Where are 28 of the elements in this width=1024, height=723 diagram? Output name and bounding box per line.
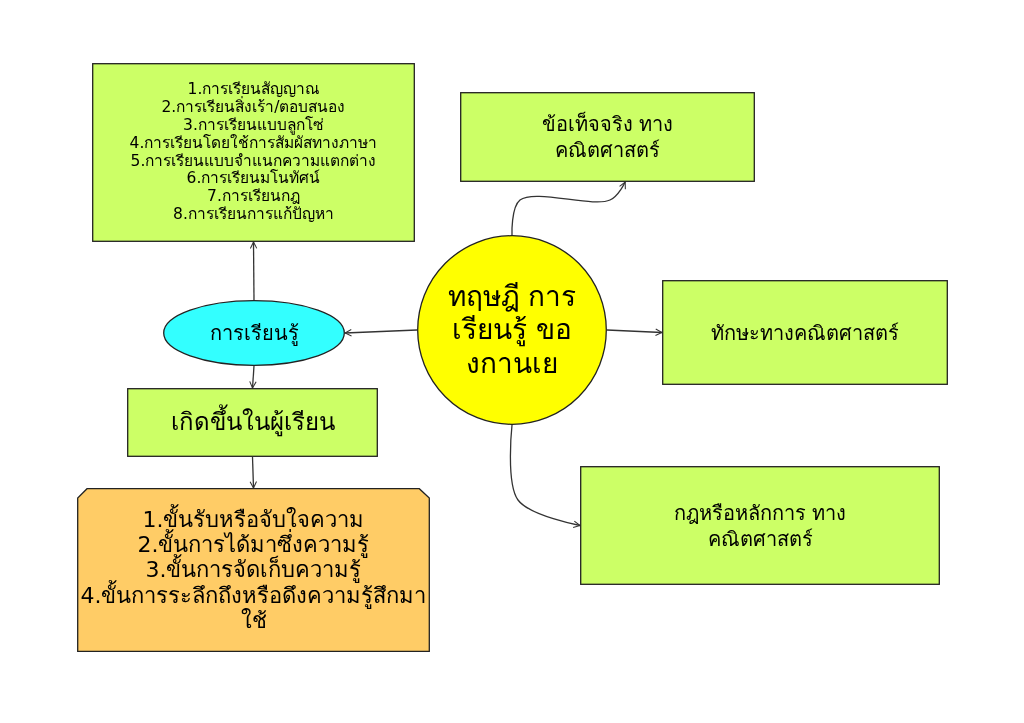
ellipse-node — [163, 300, 345, 366]
center-circle — [417, 235, 607, 425]
topic-box — [460, 92, 755, 182]
node-text: ทักษะทางคณิตศาสตร์ — [711, 319, 899, 346]
arrow — [344, 329, 418, 337]
node-text: 6.การเรียนมโนทัศน์ — [186, 170, 321, 188]
node-text: กฎหรือหลักการ ทางคณิตศาสตร์ — [672, 499, 848, 552]
arrow — [509, 424, 581, 528]
arrow — [249, 365, 257, 389]
node-text: 4.การเรียนโดยใช้การสัมผัสทางภาษา — [129, 134, 378, 153]
list-box — [92, 63, 415, 242]
node-text: 3.การเรียนแบบลูกโซ่ — [183, 116, 324, 135]
arrow — [511, 181, 626, 236]
topic-box — [580, 466, 940, 585]
node-text: 1.การเรียนสัญญาณ — [187, 81, 320, 99]
node-text: 7.การเรียนกฎ — [207, 188, 300, 206]
topic-box — [662, 280, 948, 385]
node-text: ทฤษฎี การเรียนรู้ ของกานเย — [446, 279, 578, 381]
arrow — [606, 328, 663, 336]
steps-box — [77, 488, 430, 652]
node-text: 8.การเรียนการแก้ปัญหา — [173, 205, 334, 224]
node-text: ข้อเท็จจริง ทางคณิตศาสตร์ — [540, 111, 675, 163]
node-text: 5.การเรียนแบบจำแนกความแตกต่าง — [130, 152, 377, 170]
arrow — [249, 241, 258, 301]
process-box — [127, 388, 378, 457]
node-text: การเรียนรู้ — [209, 321, 299, 345]
arrow — [249, 456, 257, 489]
node-text: 4.ขั้นการระลึกถึงหรือดึงความรู้สึกมาใช้ — [79, 582, 428, 634]
